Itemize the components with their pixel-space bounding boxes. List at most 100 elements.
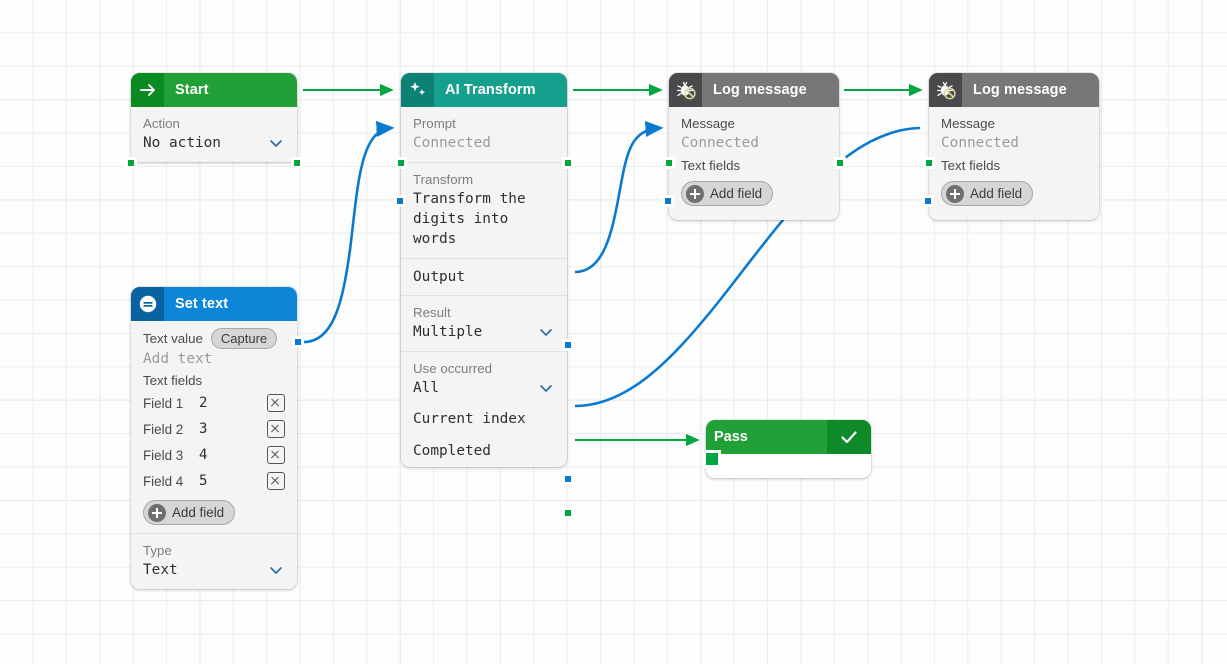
node-ai-transform-header[interactable]: AI Transform xyxy=(401,73,567,107)
set-text-type-label: Type xyxy=(143,542,172,558)
set-text-value-label: Text value xyxy=(143,331,203,346)
start-action-select[interactable]: No action xyxy=(143,133,285,153)
ai-prompt-label: Prompt xyxy=(413,116,456,131)
node-pass-title: Pass xyxy=(714,429,748,445)
set-text-fields-label: Text fields xyxy=(143,373,203,388)
log1-message-section: Message Connected Text fields Add field xyxy=(669,107,839,220)
ai-transform-label: Transform xyxy=(413,172,474,187)
node-set-text-body: Text value Capture Add text Text fields … xyxy=(131,321,297,589)
ai-transform-section: Transform Transform the digits into word… xyxy=(401,162,567,258)
plus-icon xyxy=(946,184,964,203)
log2-input-port[interactable] xyxy=(923,157,935,169)
add-field-button[interactable]: Add field xyxy=(941,181,1034,206)
table-row[interactable]: Field 2 3 xyxy=(143,416,285,442)
remove-field-icon[interactable] xyxy=(267,420,285,438)
field-name: Field 1 xyxy=(143,395,184,411)
node-set-text[interactable]: Set text Text value Capture Add text Tex… xyxy=(131,287,304,589)
chevron-down-icon[interactable] xyxy=(537,379,555,397)
ai-output-label: Output xyxy=(413,269,465,285)
field-value[interactable]: 5 xyxy=(199,473,208,489)
sparkle-icon xyxy=(401,73,434,107)
set-text-type-select[interactable]: Text xyxy=(143,560,285,580)
pass-input-port[interactable] xyxy=(703,450,721,468)
table-row[interactable]: Field 4 5 xyxy=(143,468,285,494)
log2-message-value: Connected xyxy=(941,135,1019,151)
ai-use-occurred-select[interactable]: All xyxy=(413,378,555,398)
node-start-header[interactable]: Start xyxy=(131,73,297,107)
node-pass-body xyxy=(706,454,871,478)
start-action-section: Action No action xyxy=(131,107,297,162)
ai-prompt-section: Prompt Connected xyxy=(401,107,567,162)
field-value[interactable]: 2 xyxy=(199,395,208,411)
plus-icon xyxy=(686,184,704,203)
remove-field-icon[interactable] xyxy=(267,394,285,412)
node-log-message-1[interactable]: Log message Message Connected Text field… xyxy=(662,73,846,220)
node-set-text-header[interactable]: Set text xyxy=(131,287,297,321)
ai-use-occurred-value: All xyxy=(413,380,439,396)
log2-message-input-port[interactable] xyxy=(922,195,934,207)
chevron-down-icon[interactable] xyxy=(267,134,285,152)
log1-input-port[interactable] xyxy=(663,157,675,169)
field-value[interactable]: 4 xyxy=(199,447,208,463)
log1-message-label: Message xyxy=(681,116,735,131)
set-text-value-output-port[interactable] xyxy=(292,336,304,348)
ai-prompt-input-port[interactable] xyxy=(394,195,406,207)
start-action-value: No action xyxy=(143,135,221,151)
ai-completed-label: Completed xyxy=(413,443,491,459)
set-text-values-section: Text value Capture Add text Text fields … xyxy=(131,321,297,533)
node-log-message-1-header[interactable]: Log message xyxy=(669,73,839,107)
chevron-down-icon[interactable] xyxy=(267,561,285,579)
node-start-body: Action No action xyxy=(131,107,297,162)
ai-result-select[interactable]: Multiple xyxy=(413,322,555,342)
log1-output-port[interactable] xyxy=(834,157,846,169)
edge-output-to-log1msg xyxy=(574,120,664,274)
remove-field-icon[interactable] xyxy=(267,472,285,490)
set-text-add-text-placeholder[interactable]: Add text xyxy=(143,351,213,367)
node-ai-transform-title: AI Transform xyxy=(445,82,536,98)
log1-text-fields-label: Text fields xyxy=(681,158,741,173)
ai-transform-value[interactable]: Transform the digits into words xyxy=(413,191,526,247)
table-row[interactable]: Field 3 4 xyxy=(143,442,285,468)
field-value[interactable]: 3 xyxy=(199,421,208,437)
bug-icon xyxy=(669,73,702,107)
edge-settext-to-prompt xyxy=(303,120,395,344)
ai-current-index-label: Current index xyxy=(413,411,526,427)
start-output-port[interactable] xyxy=(291,157,303,169)
plus-icon xyxy=(148,503,166,522)
add-field-label: Add field xyxy=(172,505,225,520)
log2-text-fields-label: Text fields xyxy=(941,158,1001,173)
check-icon xyxy=(827,420,871,454)
ai-input-port[interactable] xyxy=(395,157,407,169)
node-pass-header[interactable]: Pass xyxy=(706,420,871,454)
node-pass[interactable]: Pass xyxy=(703,420,871,478)
node-ai-transform-body: Prompt Connected Transform Transform the… xyxy=(401,107,567,467)
ai-completed-port[interactable] xyxy=(562,507,574,519)
ai-result-section: Result Multiple xyxy=(401,295,567,351)
node-log-message-2[interactable]: Log message Message Connected Text field… xyxy=(922,73,1099,220)
chevron-down-icon[interactable] xyxy=(537,323,555,341)
field-name: Field 2 xyxy=(143,421,184,437)
ai-use-occurred-label: Use occurred xyxy=(413,361,493,376)
node-start[interactable]: Start Action No action xyxy=(125,73,303,169)
add-field-button[interactable]: Add field xyxy=(681,181,774,206)
ai-result-label: Result xyxy=(413,305,451,320)
remove-field-icon[interactable] xyxy=(267,446,285,464)
add-field-button[interactable]: Add field xyxy=(143,500,236,525)
capture-button[interactable]: Capture xyxy=(210,328,278,349)
ai-prompt-value: Connected xyxy=(413,135,491,151)
ai-output-port[interactable] xyxy=(562,339,574,351)
node-ai-transform[interactable]: AI Transform Prompt Connected Transform … xyxy=(394,73,574,519)
node-log-message-1-body: Message Connected Text fields Add field xyxy=(669,107,839,220)
node-log-message-2-body: Message Connected Text fields Add field xyxy=(929,107,1099,220)
ai-current-index-port[interactable] xyxy=(562,473,574,485)
log1-message-input-port[interactable] xyxy=(662,195,674,207)
add-field-label: Add field xyxy=(710,186,763,201)
arrow-right-icon xyxy=(131,73,164,107)
ai-next-output-port[interactable] xyxy=(562,157,574,169)
table-row[interactable]: Field 1 2 xyxy=(143,390,285,416)
node-log-message-2-header[interactable]: Log message xyxy=(929,73,1099,107)
node-start-title: Start xyxy=(175,82,209,98)
set-text-type-value: Text xyxy=(143,561,178,578)
start-input-port[interactable] xyxy=(125,157,137,169)
